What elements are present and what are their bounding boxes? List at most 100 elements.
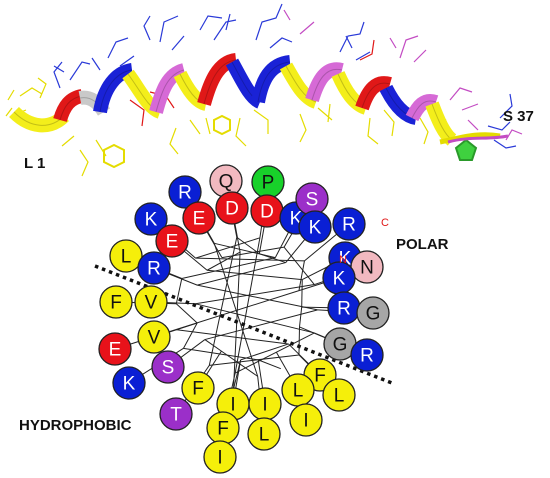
residue-letter: G	[366, 304, 381, 325]
residue-circle	[137, 320, 171, 354]
residue-circle	[98, 332, 132, 366]
wheel-chord	[213, 243, 259, 377]
wheel-residue: I	[248, 387, 282, 421]
residue-letter: R	[147, 259, 161, 280]
wheel-residue: L	[109, 239, 143, 273]
residue-circle	[159, 397, 193, 431]
residue-circle	[203, 440, 237, 474]
hydrophobic-divider	[94, 264, 393, 385]
wheel-chord	[298, 260, 305, 291]
wheel-residue: E	[98, 332, 132, 366]
ribbon-segment	[197, 53, 238, 106]
residue-letter: P	[262, 173, 275, 194]
residue-letter: E	[166, 232, 179, 253]
residue-letter: D	[260, 202, 274, 223]
residue-letter: D	[225, 199, 239, 220]
wheel-chord	[195, 237, 261, 259]
wheel-chord	[175, 278, 183, 304]
helix-ribbon	[9, 53, 457, 146]
wheel-residue: S	[151, 350, 185, 384]
residue-circle	[332, 207, 366, 241]
residue-circle	[151, 350, 185, 384]
wheel-chord	[175, 329, 289, 345]
residue-letter: E	[109, 340, 122, 361]
wheel-residue: E	[182, 201, 216, 235]
wheel-chord	[183, 322, 198, 349]
wheel-residue: Q	[209, 164, 243, 198]
c-terminus-label: S 37	[503, 108, 534, 125]
ribbon-edge	[285, 65, 317, 103]
helix-ribbon-structure: L 1 S 37	[5, 3, 534, 177]
ribbon-segment	[251, 55, 292, 104]
wheel-chord	[197, 284, 318, 311]
residue-circle	[350, 338, 384, 372]
ribbon-edge	[155, 69, 185, 113]
wheel-chord	[208, 237, 238, 366]
residue-letter: F	[314, 366, 326, 387]
ribbon-edge	[311, 68, 343, 101]
residue-letter: R	[337, 299, 351, 320]
wheel-residue: R	[137, 251, 171, 285]
wheel-residue: R	[350, 338, 384, 372]
residue-letter: K	[333, 269, 346, 290]
wheel-residue: I	[203, 440, 237, 474]
wheel-chord	[183, 347, 259, 361]
wheel-chord	[236, 236, 260, 255]
residue-letter: V	[148, 328, 161, 349]
wheel-chord	[301, 279, 303, 308]
residue-letter: L	[121, 247, 132, 268]
residue-letter: F	[192, 379, 204, 400]
residue-circle	[247, 417, 281, 451]
wheel-residue: P	[251, 165, 285, 199]
hydrophobic-label: HYDROPHOBIC	[19, 417, 132, 434]
residue-circle	[322, 378, 356, 412]
ribbon-edge	[411, 100, 437, 119]
ribbon-edge	[203, 59, 237, 105]
ribbon-segment	[149, 63, 187, 114]
residue-circle	[182, 201, 216, 235]
residue-letter: V	[145, 293, 158, 314]
residue-letter: N	[360, 258, 374, 279]
ribbon-segment	[279, 62, 319, 109]
ribbon-edge	[99, 69, 133, 113]
wheel-chord	[195, 257, 305, 262]
wheel-residue: D	[215, 191, 249, 225]
residue-letter: K	[309, 218, 322, 239]
residue-letter: S	[306, 190, 319, 211]
residue-letter: S	[162, 358, 175, 379]
wheel-chord	[233, 359, 242, 390]
wheel-residue: R	[332, 207, 366, 241]
ribbon-segment	[305, 62, 344, 103]
residue-circle	[356, 296, 390, 330]
wheel-chord	[283, 246, 315, 285]
residue-letter: G	[333, 335, 348, 356]
wheel-residue: K	[298, 210, 332, 244]
ribbon-edge	[257, 61, 291, 103]
wheel-residue: I	[289, 403, 323, 437]
wheel-residue: K	[112, 366, 146, 400]
ribbon-segment	[425, 101, 457, 146]
ribbon-segment	[355, 76, 392, 111]
ribbon-segment	[53, 89, 84, 123]
residue-circle	[289, 403, 323, 437]
residue-letter: Q	[219, 172, 234, 193]
wheel-chord	[195, 303, 315, 334]
residue-circle	[112, 366, 146, 400]
wheel-residue: R	[168, 175, 202, 209]
ribbon-segment	[93, 63, 134, 114]
residue-letter: I	[230, 395, 235, 416]
residue-circle	[168, 175, 202, 209]
residue-letter: I	[262, 395, 267, 416]
c-marker: C	[381, 217, 389, 229]
wheel-residue: K	[134, 202, 168, 236]
wheel-residue: S	[295, 182, 329, 216]
polar-label: POLAR	[396, 236, 449, 253]
residue-letter: R	[178, 183, 192, 204]
residue-circle	[109, 239, 143, 273]
wheel-chord	[258, 359, 281, 370]
proline-ring	[454, 138, 478, 161]
wheel-chord	[299, 307, 303, 327]
residue-circle	[134, 202, 168, 236]
wheel-residue: E	[155, 224, 189, 258]
